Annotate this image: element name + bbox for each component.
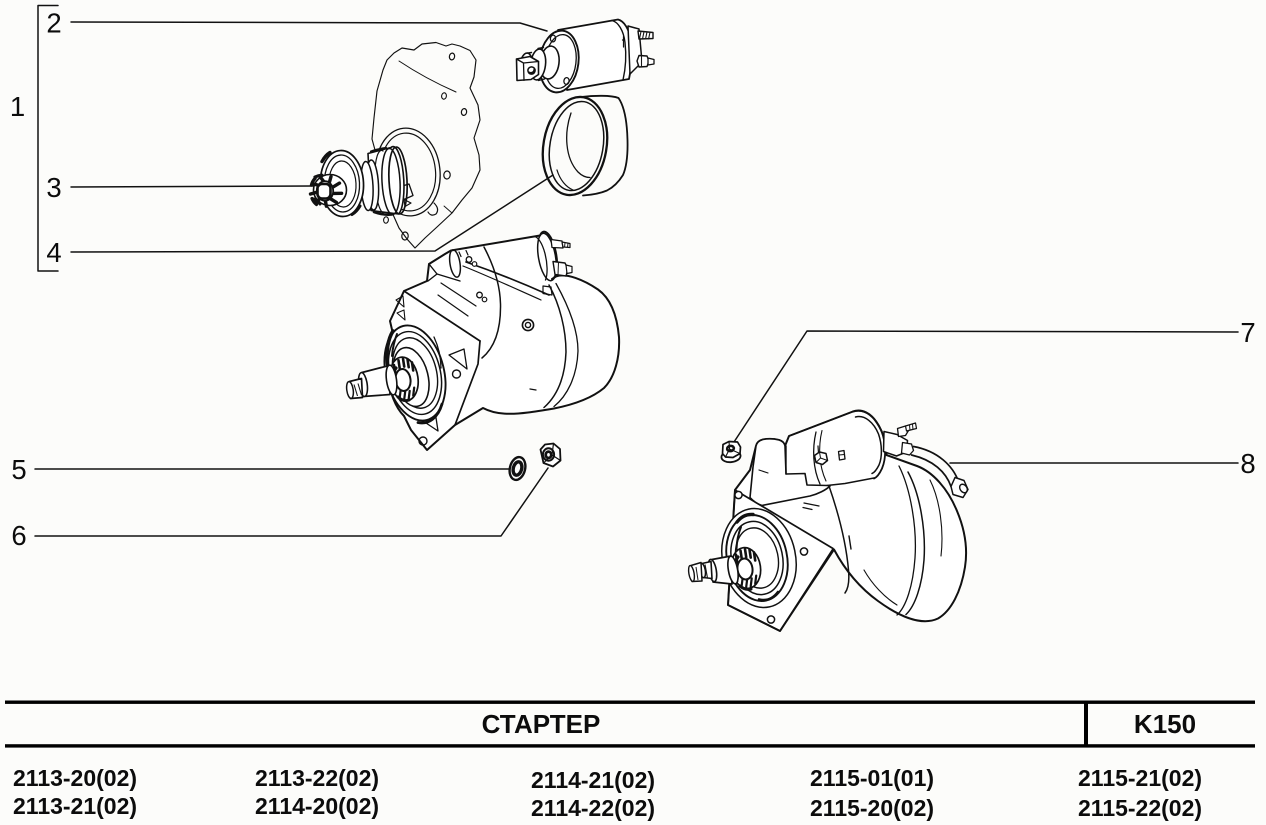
svg-text:2113-20(02): 2113-20(02) bbox=[13, 765, 137, 791]
svg-text:1: 1 bbox=[10, 91, 25, 122]
svg-text:2114-20(02): 2114-20(02) bbox=[255, 793, 379, 819]
svg-text:K150: K150 bbox=[1134, 709, 1196, 739]
svg-text:2114-21(02): 2114-21(02) bbox=[531, 767, 655, 793]
svg-text:4: 4 bbox=[46, 237, 61, 268]
svg-text:СТАРТЕР: СТАРТЕР bbox=[482, 709, 601, 739]
svg-text:5: 5 bbox=[11, 454, 26, 485]
svg-text:2: 2 bbox=[46, 8, 61, 39]
svg-text:2114-22(02): 2114-22(02) bbox=[531, 795, 655, 821]
svg-text:2115-01(01): 2115-01(01) bbox=[810, 765, 934, 791]
svg-text:2113-21(02): 2113-21(02) bbox=[13, 793, 137, 819]
svg-text:7: 7 bbox=[1240, 317, 1255, 348]
svg-text:8: 8 bbox=[1240, 448, 1255, 479]
svg-text:3: 3 bbox=[46, 172, 61, 203]
svg-text:2115-22(02): 2115-22(02) bbox=[1078, 795, 1202, 821]
svg-text:2115-20(02): 2115-20(02) bbox=[810, 795, 934, 821]
svg-text:6: 6 bbox=[11, 520, 26, 551]
svg-text:2115-21(02): 2115-21(02) bbox=[1078, 765, 1202, 791]
svg-text:2113-22(02): 2113-22(02) bbox=[255, 765, 379, 791]
